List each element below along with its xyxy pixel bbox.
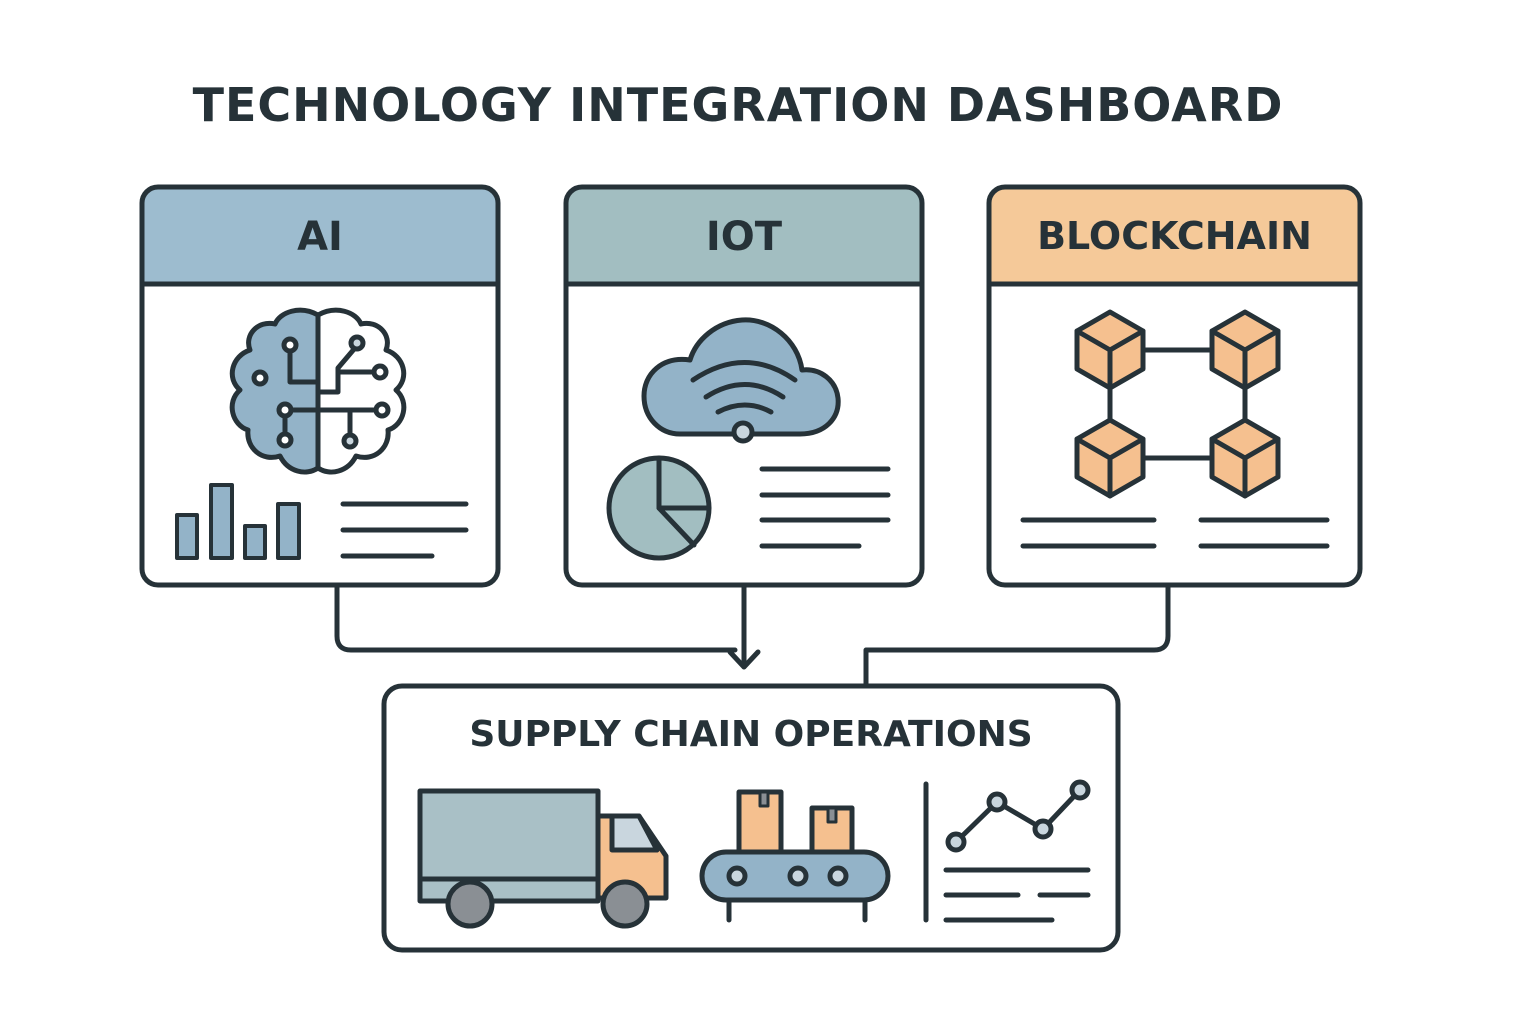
cloud-wifi-icon (641, 317, 841, 444)
pie-chart-icon (606, 455, 712, 561)
text-lines-icon (759, 466, 891, 549)
text-lines-icon (943, 867, 1091, 923)
card-ai[interactable] (139, 184, 501, 588)
card-iot[interactable] (563, 184, 925, 588)
supply-chain-label: SUPPLY CHAIN OPERATIONS (469, 714, 1033, 755)
bar-chart-icon (175, 483, 301, 560)
connector-iot-arrow (727, 583, 761, 670)
truck-icon (417, 788, 669, 929)
connector-ai-to-supply-chain (334, 583, 738, 653)
card-iot-label: IOT (705, 214, 783, 260)
line-chart-icon (945, 779, 1091, 853)
connector-blockchain-to-supply-chain (863, 583, 1171, 689)
text-lines-icon (1020, 517, 1330, 549)
card-blockchain[interactable] (986, 184, 1363, 588)
card-blockchain-label: BLOCKCHAIN (1037, 214, 1312, 258)
card-ai-label: AI (297, 214, 343, 260)
brain-circuit-icon (229, 307, 407, 475)
card-supply-chain-operations[interactable] (381, 683, 1121, 953)
page-title: TECHNOLOGY INTEGRATION DASHBOARD (192, 78, 1284, 132)
blockchain-cubes-icon (1074, 309, 1281, 499)
text-lines-icon (340, 501, 469, 559)
conveyor-belt-icon (699, 789, 891, 923)
